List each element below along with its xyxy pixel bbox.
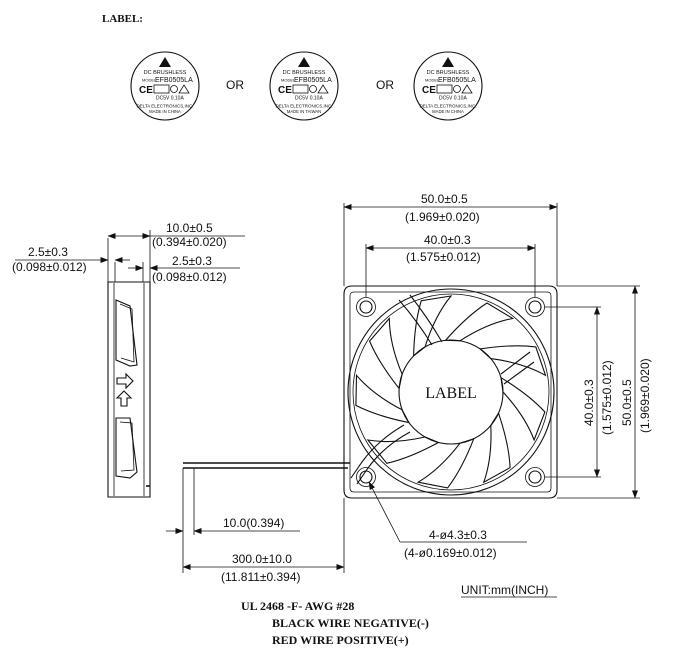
sticker-model: EFB0505LA — [294, 77, 332, 84]
front-dimensions — [343, 203, 640, 543]
label-heading: LABEL: — [102, 13, 143, 25]
right-offset-dim: 2.5±0.3 — [172, 254, 212, 268]
fan-blade — [366, 436, 440, 464]
sticker-marks: CE — [422, 85, 436, 96]
fan-blade — [444, 302, 515, 342]
sticker-model: EFB0505LA — [438, 77, 476, 84]
height-dim-inch: (1.969±0.020) — [638, 358, 652, 433]
label-sticker-2: DC BRUSHLESS MODEL EFB0505LA CE DC5V 0.1… — [269, 51, 339, 121]
left-offset-dim: 2.5±0.3 — [28, 245, 68, 259]
sticker-marks: CE — [278, 85, 292, 96]
hole-pitch-v-dim: 40.0±0.3 — [582, 379, 596, 426]
wire-spec: UL 2468 -F- AWG #28 — [241, 599, 354, 613]
fan-blade — [500, 376, 546, 442]
label-sticker-3: DC BRUSHLESS MODEL EFB0505LA CE DC5V 0.1… — [413, 51, 483, 121]
sticker-model-prefix: MODEL — [142, 78, 157, 83]
sticker-rating: DC5V 0.10A — [439, 96, 467, 102]
hole-pitch-h-dim-inch: (1.575±0.012) — [406, 250, 481, 264]
red-wire-note: RED WIRE POSITIVE(+) — [272, 633, 409, 647]
side-view — [107, 281, 151, 498]
thickness-dim-inch: (0.394±0.020) — [152, 235, 227, 249]
or-text-1: OR — [226, 78, 244, 92]
thickness-dim: 10.0±0.5 — [166, 221, 213, 235]
fan-blade — [368, 317, 403, 390]
mount-hole-tl — [359, 300, 373, 314]
width-dim: 50.0±0.5 — [421, 192, 468, 206]
fan-blade — [355, 373, 410, 424]
fan-blade — [478, 345, 547, 377]
hole-pitch-v-dim-inch: (1.575±0.012) — [600, 360, 614, 435]
label-sticker-1: DC BRUSHLESS MODEL EFB0505LA CE DC5V 0.1… — [130, 51, 200, 121]
black-wire-note: BLACK WIRE NEGATIVE(-) — [272, 616, 429, 630]
front-view — [183, 285, 558, 499]
sticker-rating: DC5V 0.10A — [295, 96, 323, 102]
width-dim-inch: (1.969±0.020) — [405, 210, 480, 224]
fan-blade — [413, 295, 453, 358]
wire-dimensions — [166, 468, 345, 573]
sticker-model: EFB0505LA — [155, 77, 193, 84]
holes-dim: 4-ø4.3±0.3 — [429, 528, 487, 542]
label-variants: DC BRUSHLESS MODEL EFB0505LA CE DC5V 0.1… — [130, 51, 483, 121]
sticker-marks: CE — [139, 85, 153, 96]
fan-blade — [482, 411, 511, 484]
unit-note: UNIT:mm(INCH) — [461, 583, 548, 597]
sticker-origin: MADE IN CHINA — [432, 109, 464, 114]
sticker-maker: DELTA ELECTRONICS,INC. — [136, 104, 193, 109]
holes-dim-inch: (4-ø0.169±0.012) — [404, 546, 497, 560]
sticker-maker: DELTA ELECTRONICS,INC. — [275, 104, 332, 109]
mount-hole-tr — [528, 300, 542, 314]
sticker-maker: DELTA ELECTRONICS,INC. — [419, 104, 476, 109]
hub-label: LABEL — [425, 385, 477, 402]
height-dim: 50.0±0.5 — [620, 379, 634, 426]
sticker-rating: DC5V 0.10A — [156, 96, 184, 102]
right-offset-dim-inch: (0.098±0.012) — [152, 270, 227, 284]
strip-length-dim: 10.0(0.394) — [223, 516, 284, 530]
side-dimensions — [15, 230, 245, 282]
wire-length-dim-inch: (11.811±0.394) — [221, 570, 301, 584]
hole-pitch-h-dim: 40.0±0.3 — [424, 233, 471, 247]
sticker-origin: MADE IN TAIWAN — [287, 109, 321, 114]
hub — [398, 339, 504, 445]
sticker-origin: MADE IN CHINA — [149, 109, 181, 114]
left-offset-dim-inch: (0.098±0.012) — [12, 260, 87, 274]
sticker-line1: DC BRUSHLESS — [427, 70, 470, 76]
mount-hole-br — [528, 470, 542, 484]
wire-length-dim: 300.0±10.0 — [232, 552, 292, 566]
or-text-2: OR — [376, 78, 394, 92]
sticker-line1: DC BRUSHLESS — [283, 70, 326, 76]
fan-blade — [416, 437, 475, 489]
sticker-model-prefix: MODEL — [425, 78, 440, 83]
sticker-model-prefix: MODEL — [281, 78, 296, 83]
sticker-line1: DC BRUSHLESS — [144, 70, 187, 76]
